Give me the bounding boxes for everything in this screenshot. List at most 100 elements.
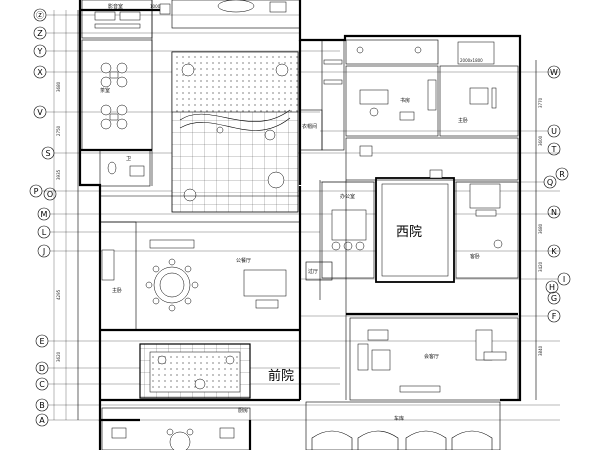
svg-text:3620: 3620	[56, 351, 61, 362]
garage-car-2	[357, 430, 399, 450]
axis-bubble-n: N	[547, 205, 561, 219]
room-main-bedroom-left: 主卧	[99, 221, 137, 331]
top-lounge	[159, 0, 301, 29]
svg-text:O: O	[47, 190, 53, 199]
svg-text:车库: 车库	[394, 415, 404, 422]
svg-text:3935: 3935	[56, 169, 61, 180]
axis-bubble-z: Z	[33, 26, 300, 40]
axis-bubble-z2: Ⓩ	[33, 8, 300, 22]
axis-bubble-r: R	[555, 167, 569, 181]
garage-car-4	[451, 430, 493, 450]
axis-bubble-t: T	[547, 142, 561, 156]
svg-text:T: T	[551, 145, 557, 154]
room-study: 书房	[345, 65, 439, 137]
svg-text:3770: 3770	[538, 97, 543, 108]
svg-text:L: L	[42, 228, 47, 237]
svg-text:K: K	[551, 247, 557, 256]
svg-text:Ⓩ: Ⓩ	[36, 11, 44, 20]
axis-bubble-x: X	[33, 65, 560, 79]
svg-text:3840: 3840	[538, 345, 543, 356]
svg-text:衣帽间: 衣帽间	[302, 123, 317, 130]
room-guest-bedroom: 客卧	[455, 181, 519, 279]
svg-text:书房: 书房	[400, 97, 410, 104]
axis-bubble-m: M	[37, 207, 560, 221]
svg-text:过厅: 过厅	[308, 268, 318, 275]
room-cinema: 影音室	[81, 0, 153, 39]
svg-text:U: U	[551, 127, 557, 136]
svg-text:W: W	[550, 68, 558, 77]
svg-text:E: E	[39, 337, 44, 346]
svg-text:主卧: 主卧	[458, 117, 468, 124]
svg-text:1000: 1000	[150, 4, 161, 9]
svg-text:主卧: 主卧	[112, 287, 122, 294]
right-axis-labels: W U T Q R N K I H G F	[300, 60, 571, 400]
svg-text:茶室: 茶室	[100, 87, 110, 94]
svg-text:Z: Z	[37, 29, 43, 38]
axis-bubble-b: B	[35, 398, 560, 412]
partitions	[80, 0, 518, 402]
svg-text:Y: Y	[37, 47, 43, 56]
room-ne-bath	[345, 39, 439, 65]
room-office: 办公室	[321, 181, 375, 279]
axis-bubble-j: J	[37, 244, 560, 258]
room-garage: 车库	[305, 401, 501, 450]
room-master-bedroom: 主卧 2000x1800	[439, 41, 519, 137]
svg-text:M: M	[41, 210, 48, 219]
garage-car-1	[311, 430, 353, 450]
svg-text:X: X	[37, 68, 43, 77]
axis-bubble-f: F	[300, 309, 561, 323]
svg-text:2000x1800: 2000x1800	[460, 58, 483, 63]
axis-bubble-g: G	[547, 291, 561, 305]
axis-bubble-k: K	[547, 244, 561, 258]
axis-bubble-h: H	[545, 280, 559, 294]
svg-text:C: C	[39, 380, 45, 389]
room-east-upper	[345, 137, 519, 181]
axis-bubble-w: W	[547, 65, 561, 79]
svg-text:影音室: 影音室	[108, 3, 123, 10]
dining-chairs	[145, 258, 199, 312]
label-west-yard: 西院	[396, 225, 422, 240]
svg-text:会客厅: 会客厅	[424, 353, 439, 360]
svg-text:办公室: 办公室	[340, 193, 355, 200]
svg-text:H: H	[549, 283, 555, 292]
front-yard: 前院	[139, 343, 294, 399]
left-axis-column	[53, 10, 79, 420]
room-cloakroom: 衣帽间	[299, 39, 345, 151]
svg-text:Q: Q	[547, 178, 553, 187]
room-corridor: 过厅	[305, 261, 333, 281]
axis-bubble-l: L	[37, 225, 320, 239]
svg-text:G: G	[551, 294, 557, 303]
svg-text:卫: 卫	[126, 156, 131, 162]
axis-bubble-o: O	[43, 187, 57, 201]
svg-text:R: R	[559, 170, 565, 179]
garage-car-3	[405, 430, 447, 450]
axis-bubble-u: U	[320, 124, 561, 138]
room-meeting-hall: 会客厅	[349, 317, 519, 401]
svg-text:V: V	[37, 108, 43, 117]
room-dining: 公餐厅	[99, 221, 301, 331]
dimension-labels: 3680 2750 3935 4295 3620 3770 3600 3680 …	[56, 4, 543, 362]
svg-text:客卧: 客卧	[470, 253, 480, 260]
svg-text:厨房: 厨房	[238, 407, 248, 414]
svg-text:J: J	[42, 247, 45, 256]
svg-text:公餐厅: 公餐厅	[236, 257, 251, 264]
west-yard: 西院	[375, 177, 455, 283]
svg-text:N: N	[551, 208, 557, 217]
svg-text:S: S	[45, 149, 50, 158]
room-kitchen: 厨房	[101, 407, 251, 450]
room-tea: 茶室	[81, 39, 153, 151]
tea-chairs	[100, 62, 128, 130]
svg-text:I: I	[563, 275, 565, 284]
svg-text:F: F	[552, 312, 557, 321]
axis-bubble-e: E	[35, 334, 560, 348]
svg-text:D: D	[39, 364, 45, 373]
svg-text:3600: 3600	[538, 135, 543, 146]
axis-bubble-s: S	[41, 146, 560, 160]
svg-text:4295: 4295	[56, 289, 61, 300]
svg-text:B: B	[39, 401, 45, 410]
label-front-yard: 前院	[268, 368, 294, 384]
garden-north	[171, 51, 299, 213]
svg-text:3680: 3680	[538, 223, 543, 234]
axis-bubble-y: Y	[33, 44, 340, 58]
